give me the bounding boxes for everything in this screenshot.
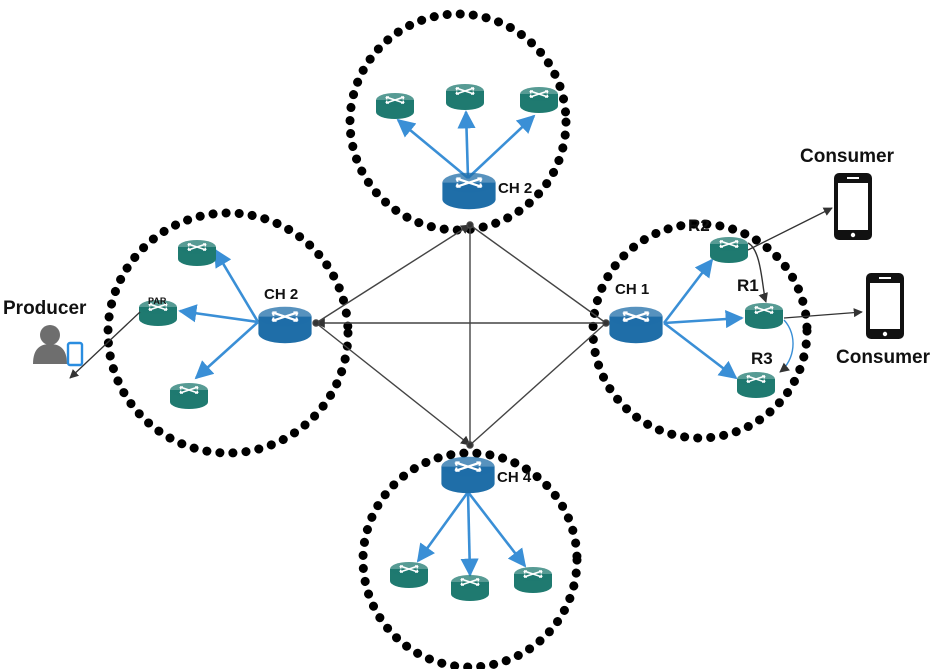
cluster-bottom-boundary [358,448,582,669]
intra-cluster-links [178,110,744,577]
router-icon [709,236,749,264]
consumer-bottom-device [866,273,904,339]
router-icon [177,239,217,267]
router-r3-label: R3 [751,349,773,368]
producer-label: Producer [3,298,87,319]
producer-device [33,325,84,367]
cluster-head-right-label: CH 1 [615,281,649,298]
router-icon [519,86,559,114]
router-icon [608,305,664,345]
smartphone-icon [866,273,904,339]
router-r1-label: R1 [737,276,759,295]
link-top-right [469,224,607,324]
router-icon [441,171,497,211]
junction-bottom [466,441,474,449]
router-icon [744,302,784,330]
router-icon [513,566,553,594]
router-icon [257,305,313,345]
user-icon [33,325,67,364]
cluster-head-bottom-label: CH 4 [497,469,532,486]
link-left-top [315,224,471,324]
consumer-top-device [834,173,872,240]
router-icon [445,83,485,111]
tablet-icon [66,341,84,367]
junction-right [602,319,610,327]
cluster-head-left-label: CH 2 [264,286,298,303]
router-icon [450,574,490,602]
cluster-heads [257,171,664,495]
labels: Producer Consumer Consumer CH 2 CH 2 CH … [3,146,931,486]
cluster-head-top-label: CH 2 [498,180,532,197]
routing-arcs [747,242,794,373]
cluster-left-boundary [103,208,353,458]
backbone-links [312,221,610,449]
consumer-bottom-label: Consumer [836,347,931,368]
smartphone-icon [834,173,872,240]
router-icon [375,92,415,120]
cluster-right-boundary [588,219,812,443]
consumer-top-label: Consumer [800,146,895,167]
cluster-top-boundary [345,9,571,235]
router-icon [440,455,496,495]
router-icon [389,561,429,589]
par-label: PAR [148,296,167,306]
junction-left [312,319,320,327]
router-icon [169,382,209,410]
link-left-bottom [315,322,471,446]
router-icon [736,371,776,399]
junction-top [466,221,474,229]
router-r2-label: R2 [688,216,710,235]
link-right-bottom [469,322,607,446]
cluster-boundaries [103,9,812,669]
edge-links [69,207,863,379]
